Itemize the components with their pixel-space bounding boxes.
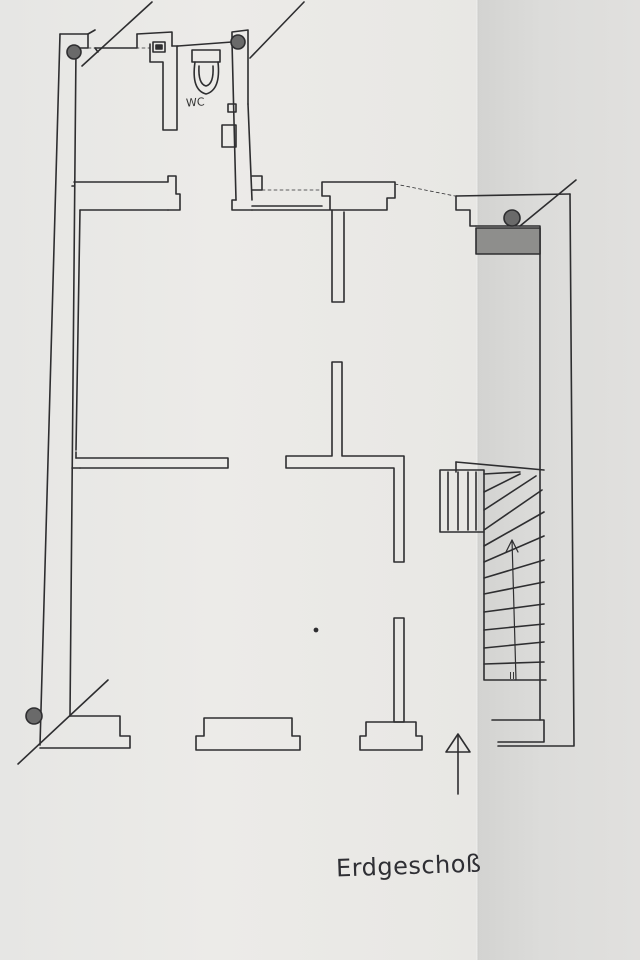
pencil-dot — [313, 627, 319, 633]
up-arrow-icon — [445, 733, 471, 795]
left-exterior-wall — [39, 33, 89, 746]
wc-annex-walls — [71, 29, 263, 211]
paper-sheet-left — [0, 0, 478, 960]
top-interior-wall — [75, 181, 456, 451]
paper-sheet-right — [478, 0, 640, 960]
bottom-facade-wall — [39, 715, 545, 751]
stair-mark-label: II — [509, 671, 515, 682]
downpipe-top-mid — [230, 1, 305, 59]
staircase — [439, 469, 547, 681]
downpipe-top-left — [66, 1, 153, 67]
downpipe-bottom-left — [17, 679, 109, 765]
wc-label: WC — [185, 95, 205, 110]
toilet-icon — [191, 49, 221, 95]
right-stair-hall-walls — [455, 193, 575, 747]
middle-partition-walls — [71, 361, 405, 723]
paper-fold — [476, 0, 479, 960]
chimney-block — [475, 179, 577, 255]
plan-title: Erdgeschoß — [335, 849, 483, 883]
downpipe-top-right — [503, 209, 521, 227]
